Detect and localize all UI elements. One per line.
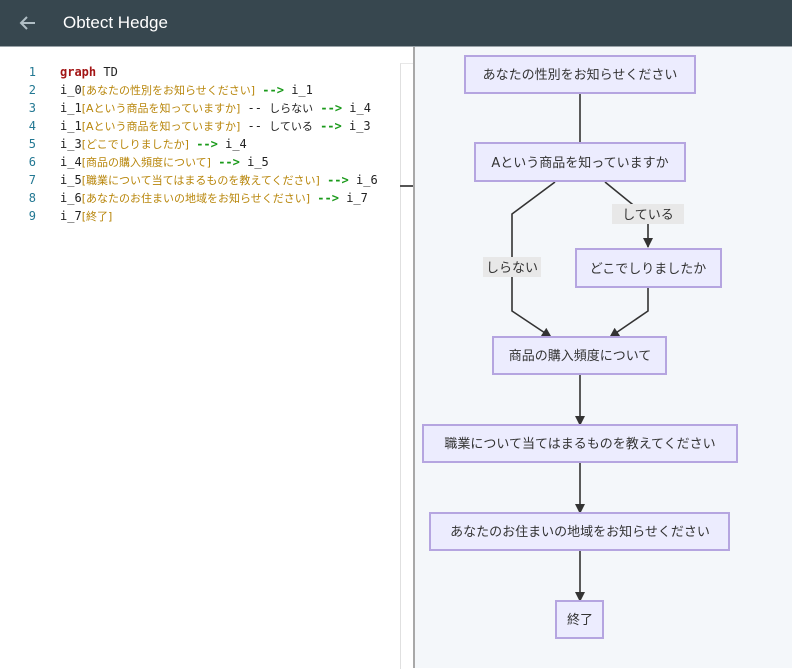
code-text: i_5[職業について当てはまるものを教えてください] --> i_6: [60, 171, 378, 190]
pane-divider[interactable]: [413, 47, 415, 668]
code-token: i_5: [239, 155, 269, 169]
line-number: 5: [28, 137, 36, 151]
editor-scrollbar-thumb[interactable]: [400, 185, 414, 187]
node-i0[interactable]: あなたの性別をお知らせください: [464, 55, 696, 94]
code-text: i_0[あなたの性別をお知らせください] --> i_1: [60, 81, 313, 100]
code-text: i_1[Aという商品を知っていますか] -- している --> i_3: [60, 117, 371, 136]
edge-i3-i4: [609, 288, 649, 338]
code-token: --: [240, 101, 270, 115]
node-i7[interactable]: 終了: [555, 600, 604, 639]
code-token: i_1: [60, 119, 82, 133]
keyword-token: graph: [60, 65, 97, 79]
app-title: Obtect Hedge: [63, 13, 168, 32]
code-text: i_4[商品の購入頻度について] --> i_5: [60, 153, 269, 172]
line-number: 2: [28, 83, 36, 97]
arrow-token: -->: [262, 83, 284, 97]
node-label-token: [商品の購入頻度について]: [81, 156, 211, 169]
code-token: i_6: [348, 173, 378, 187]
code-token: i_1: [283, 83, 313, 97]
line-number: 8: [28, 191, 36, 205]
editor-scrollbar[interactable]: [400, 63, 414, 669]
code-token: i_0: [60, 83, 82, 97]
code-token: [313, 119, 320, 133]
svg-text:商品の購入頻度について: 商品の購入頻度について: [509, 348, 652, 364]
line-number: 6: [28, 155, 36, 169]
arrow-token: -->: [320, 119, 342, 133]
code-token: i_4: [217, 137, 247, 151]
svg-text:あなたの性別をお知らせください: あなたの性別をお知らせください: [483, 67, 678, 83]
line-number: 7: [28, 173, 36, 187]
edge-label-shiranai: しらない: [483, 257, 541, 277]
arrow-token: -->: [317, 191, 339, 205]
node-i5[interactable]: 職業について当てはまるものを教えてください: [422, 424, 738, 463]
edge-label-token: している: [269, 120, 313, 133]
line-number: 9: [28, 209, 36, 223]
diagram-preview: しらない している あなたの性別をお知らせください Aという商品を知っていますか…: [415, 47, 792, 668]
edge-label-token: しらない: [269, 102, 314, 115]
node-label-token: [終了]: [81, 210, 113, 223]
code-text: i_7[終了]: [60, 207, 112, 226]
svg-text:しらない: しらない: [486, 261, 538, 276]
code-token: i_7: [338, 191, 368, 205]
code-token: TD: [96, 65, 118, 79]
arrow-left-icon: [19, 16, 35, 30]
node-label-token: [Aという商品を知っていますか]: [81, 102, 241, 115]
node-i4[interactable]: 商品の購入頻度について: [492, 336, 667, 375]
code-token: i_4: [60, 155, 82, 169]
app-header: Obtect Hedge: [0, 0, 792, 47]
code-editor[interactable]: 1 graph TD 2 i_0[あなたの性別をお知らせください] --> i_1 3 i…: [0, 47, 400, 668]
svg-text:Aという商品を知っていますか: Aという商品を知っていますか: [491, 155, 668, 171]
node-i6[interactable]: あなたのお住まいの地域をお知らせください: [429, 512, 730, 551]
code-text: i_6[あなたのお住まいの地域をお知らせください] --> i_7: [60, 189, 368, 208]
code-token: i_5: [60, 173, 82, 187]
back-button[interactable]: [18, 13, 38, 33]
svg-text:終了: 終了: [567, 612, 593, 628]
svg-text:職業について当てはまるものを教えてください: 職業について当てはまるものを教えてください: [444, 436, 715, 452]
node-label-token: [あなたのお住まいの地域をお知らせください]: [81, 192, 311, 205]
node-i3[interactable]: どこでしりましたか: [575, 248, 722, 288]
node-label-token: [あなたの性別をお知らせください]: [81, 84, 256, 97]
node-label-token: [どこでしりましたか]: [81, 138, 189, 151]
code-text: graph TD: [60, 63, 118, 81]
node-label-token: [職業について当てはまるものを教えてください]: [81, 174, 320, 187]
code-token: [320, 173, 327, 187]
code-token: i_7: [60, 209, 82, 223]
edge-label-shiteiru: している: [612, 204, 684, 224]
flowchart: しらない している あなたの性別をお知らせください Aという商品を知っていますか…: [422, 55, 738, 639]
arrow-token: -->: [196, 137, 218, 151]
arrow-token: -->: [218, 155, 240, 169]
code-token: i_1: [60, 101, 82, 115]
code-text: i_1[Aという商品を知っていますか] -- しらない --> i_4: [60, 99, 371, 118]
line-number: 4: [28, 119, 36, 133]
code-token: i_4: [342, 101, 371, 115]
code-text: i_3[どこでしりましたか] --> i_4: [60, 135, 247, 154]
line-number: 3: [28, 101, 36, 115]
line-number: 1: [28, 65, 36, 79]
svg-text:あなたのお住まいの地域をお知らせください: あなたのお住まいの地域をお知らせください: [450, 524, 710, 540]
node-i1[interactable]: Aという商品を知っていますか: [474, 142, 686, 182]
code-token: i_3: [341, 119, 371, 133]
code-token: i_6: [60, 191, 82, 205]
svg-text:どこでしりましたか: どこでしりましたか: [590, 262, 707, 277]
arrow-token: -->: [320, 101, 343, 115]
code-token: --: [240, 119, 270, 133]
svg-text:している: している: [622, 208, 674, 223]
node-label-token: [Aという商品を知っていますか]: [81, 120, 241, 133]
arrow-token: -->: [327, 173, 349, 187]
code-token: i_3: [60, 137, 82, 151]
